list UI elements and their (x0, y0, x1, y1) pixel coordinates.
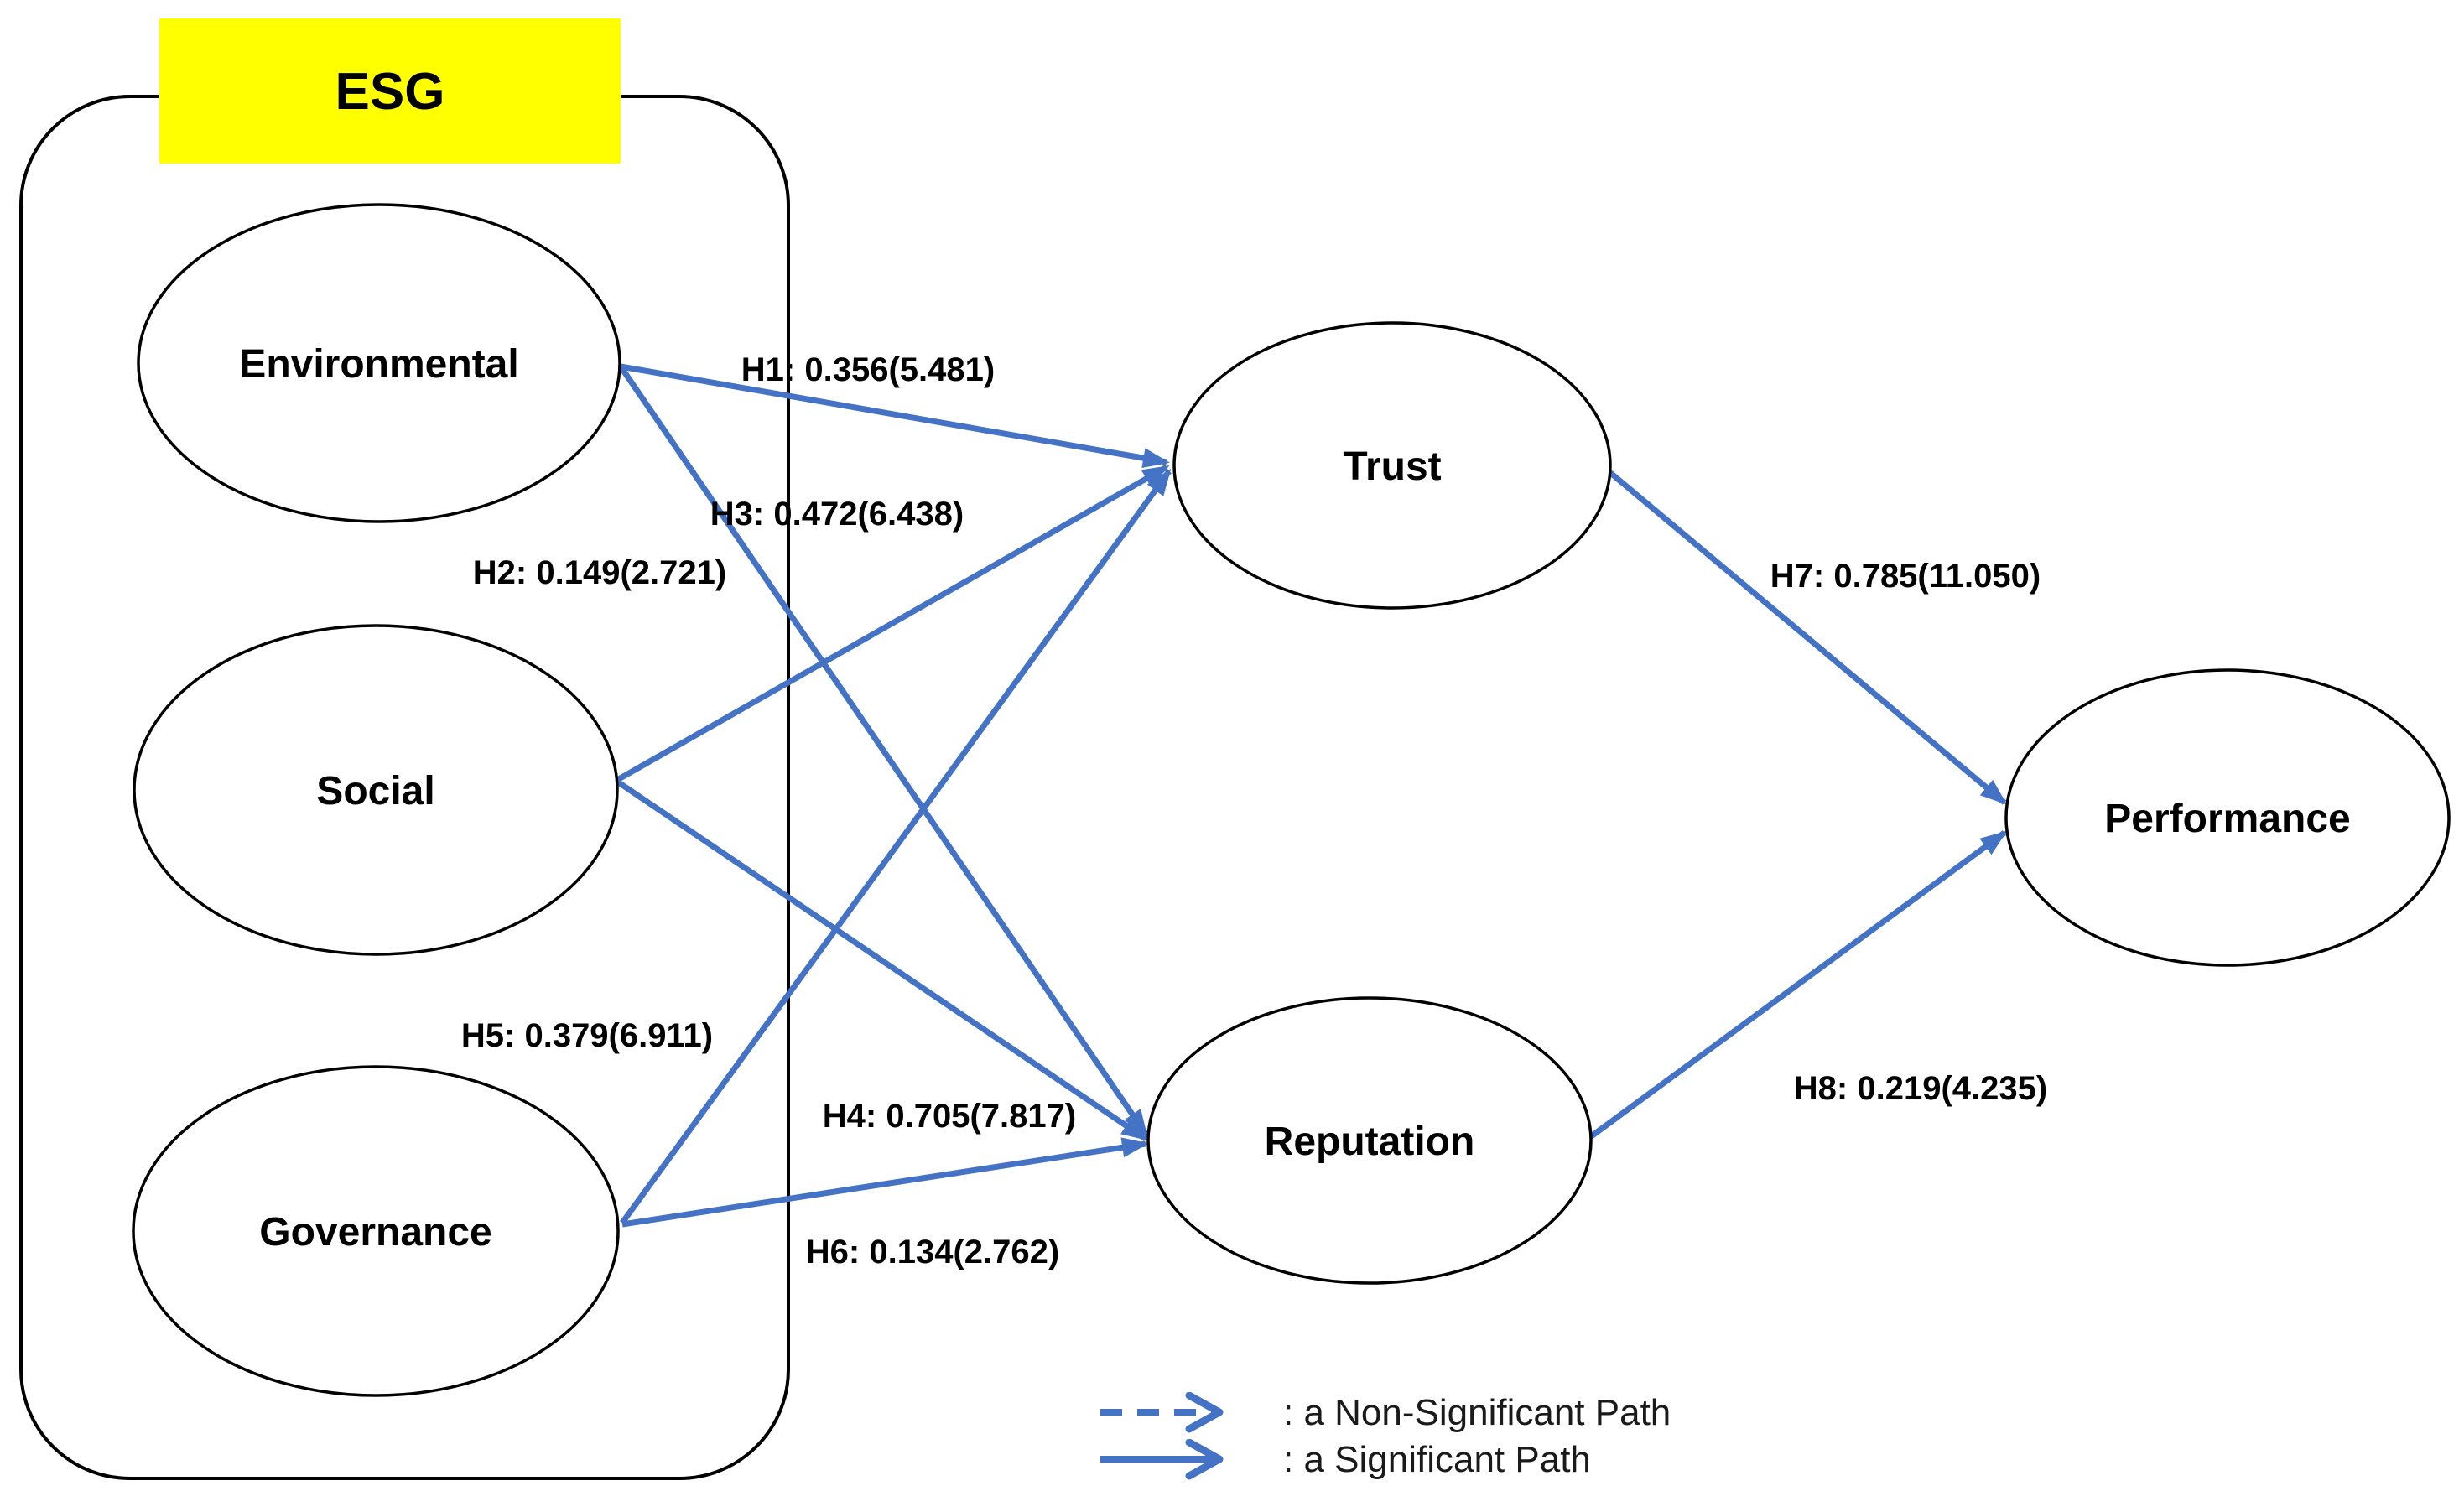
legend-significant-label: : a Significant Path (1283, 1439, 1591, 1480)
node-governance (132, 1065, 620, 1397)
path-labels: H1: 0.356(5.481) H2: 0.149(2.721) H3: 0.… (461, 351, 2047, 1270)
node-social-label: Social (316, 769, 434, 813)
node-trust-label: Trust (1343, 444, 1441, 489)
path-h6-label: H6: 0.134(2.762) (806, 1234, 1059, 1270)
path-h3-arrow (616, 464, 1170, 783)
path-h8-label: H8: 0.219(4.235) (1794, 1070, 2047, 1107)
node-trust (1172, 321, 1612, 610)
node-environmental-label: Environmental (239, 342, 518, 387)
path-h8-arrow (1588, 830, 2008, 1140)
path-h5-label: H5: 0.379(6.911) (461, 1017, 713, 1054)
legend: : a Non-Significant Path : a Significant… (1100, 1392, 1671, 1480)
node-social (133, 624, 619, 956)
path-h7-arrow (1606, 469, 2008, 805)
path-h1-label: H1: 0.356(5.481) (741, 351, 995, 388)
node-governance-label: Governance (259, 1210, 491, 1255)
path-h4-arrow (616, 779, 1149, 1141)
path-h5-arrow (620, 468, 1172, 1225)
node-reputation-label: Reputation (1265, 1120, 1475, 1164)
latent-nodes: Environmental Social Governance Trust Re… (132, 203, 2451, 1397)
path-h2-label: H2: 0.149(2.721) (473, 554, 726, 591)
node-environmental (137, 203, 621, 523)
path-arrows (616, 363, 2008, 1228)
path-h6-arrow (621, 1137, 1149, 1228)
path-h1-arrow (620, 363, 1170, 468)
path-h2-arrow (618, 365, 1148, 1137)
esg-title-box (159, 18, 621, 164)
path-h7-label: H7: 0.785(11.050) (1770, 558, 2041, 595)
path-h3-label: H3: 0.472(6.438) (710, 496, 964, 533)
legend-non-significant-label: : a Non-Significant Path (1283, 1392, 1671, 1433)
esg-title-label: ESG (335, 63, 445, 121)
node-performance-label: Performance (2104, 797, 2350, 841)
node-reputation (1146, 996, 1593, 1285)
node-performance (2004, 668, 2451, 967)
path-h4-label: H4: 0.705(7.817) (823, 1098, 1076, 1135)
